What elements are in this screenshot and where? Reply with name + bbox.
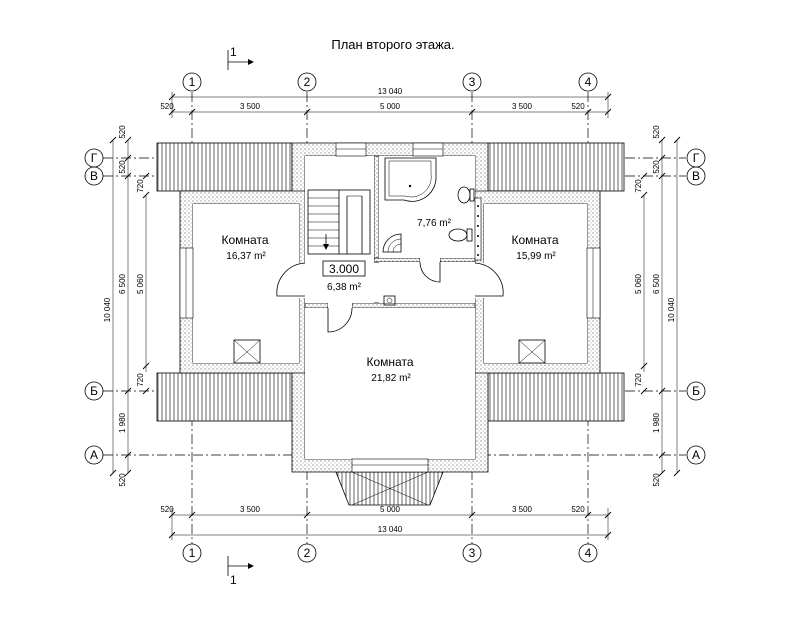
axis-bubble-2-bottom: 2	[297, 543, 317, 563]
axis-bubble-2: 2	[297, 72, 317, 92]
svg-text:3 500: 3 500	[512, 102, 533, 111]
axis-bubble-g-left: Г	[84, 148, 104, 168]
axis-bubble-1: 1	[182, 72, 202, 92]
room-label-left: Комната	[222, 233, 269, 247]
svg-text:1: 1	[230, 573, 237, 587]
svg-text:10 040: 10 040	[667, 297, 676, 322]
axis-bubble-b-left: Б	[84, 381, 104, 401]
svg-text:3 500: 3 500	[240, 505, 261, 514]
svg-text:3 500: 3 500	[240, 102, 261, 111]
section-mark-top: 1	[227, 45, 254, 70]
axis-bubbles-numeric: 1 2 3 4 1 2 3 4	[182, 72, 598, 563]
svg-text:720: 720	[634, 373, 643, 387]
room-area-right: 15,99 m²	[516, 251, 556, 262]
svg-text:520: 520	[652, 125, 661, 139]
svg-text:А: А	[90, 448, 98, 462]
svg-text:3 500: 3 500	[512, 505, 533, 514]
svg-text:5 060: 5 060	[136, 273, 145, 294]
svg-text:13 040: 13 040	[378, 87, 403, 96]
axis-bubble-a-left: А	[84, 445, 104, 465]
hall-area: 6,38 m²	[327, 282, 362, 293]
svg-text:720: 720	[136, 373, 145, 387]
svg-text:В: В	[90, 169, 98, 183]
section-mark-bottom: 1	[227, 556, 254, 587]
staircase	[307, 189, 371, 255]
axis-bubbles-letter: Г В Б А Г В Б А	[84, 148, 706, 465]
room-area-left: 16,37 m²	[226, 251, 266, 262]
svg-text:А: А	[692, 448, 700, 462]
svg-text:1: 1	[230, 45, 237, 59]
vent-marker	[383, 295, 396, 306]
plan-title: План второго этажа.	[331, 37, 454, 52]
svg-text:Б: Б	[90, 384, 98, 398]
svg-text:1: 1	[189, 75, 196, 89]
svg-text:1: 1	[189, 546, 196, 560]
svg-text:3.000: 3.000	[329, 262, 359, 276]
axis-bubble-g-right: Г	[686, 148, 706, 168]
roof-overhangs	[156, 142, 625, 506]
axis-bubble-3-bottom: 3	[462, 543, 482, 563]
svg-text:Б: Б	[692, 384, 700, 398]
svg-text:520: 520	[118, 125, 127, 139]
svg-text:Г: Г	[91, 151, 98, 165]
axis-bubble-1-bottom: 1	[182, 543, 202, 563]
bathroom-area: 7,76 m²	[417, 218, 452, 229]
axis-bubble-4-bottom: 4	[578, 543, 598, 563]
svg-text:5 000: 5 000	[380, 505, 401, 514]
dimension-left: 10 040 520 520 6 500 1 980 520 720 5 060…	[103, 125, 150, 487]
svg-text:520: 520	[571, 505, 585, 514]
svg-text:2: 2	[304, 546, 311, 560]
svg-text:520: 520	[118, 473, 127, 487]
svg-text:520: 520	[652, 160, 661, 174]
windows	[179, 142, 601, 506]
dimension-top: 13 040 520 3 500 5 000 3 500 520	[160, 87, 612, 118]
axis-bubble-a-right: А	[686, 445, 706, 465]
svg-text:3: 3	[469, 546, 476, 560]
svg-text:520: 520	[571, 102, 585, 111]
svg-text:6 500: 6 500	[118, 273, 127, 294]
room-label-right: Комната	[512, 233, 559, 247]
svg-text:4: 4	[585, 546, 592, 560]
svg-text:10 040: 10 040	[103, 297, 112, 322]
axis-bubble-3: 3	[462, 72, 482, 92]
doors	[276, 258, 504, 333]
svg-text:6 500: 6 500	[652, 273, 661, 294]
axis-bubble-v-left: В	[84, 166, 104, 186]
dimension-right: 720 5 060 720 520 520 6 500 1 980 520 10…	[634, 125, 681, 487]
svg-text:720: 720	[634, 179, 643, 193]
svg-text:1 980: 1 980	[652, 412, 661, 433]
skylights	[233, 339, 546, 364]
svg-text:13 040: 13 040	[378, 525, 403, 534]
axis-bubble-4: 4	[578, 72, 598, 92]
svg-text:720: 720	[136, 179, 145, 193]
room-label-center: Комната	[367, 355, 414, 369]
svg-text:1 980: 1 980	[118, 412, 127, 433]
svg-text:520: 520	[652, 473, 661, 487]
svg-text:520: 520	[118, 160, 127, 174]
svg-text:2: 2	[304, 75, 311, 89]
svg-text:4: 4	[585, 75, 592, 89]
dimension-bottom: 520 3 500 5 000 3 500 520 13 040	[160, 505, 612, 540]
svg-text:В: В	[692, 169, 700, 183]
svg-text:3: 3	[469, 75, 476, 89]
svg-text:5 000: 5 000	[380, 102, 401, 111]
bathroom-fixtures	[382, 157, 482, 261]
svg-text:5 060: 5 060	[634, 273, 643, 294]
svg-text:520: 520	[160, 102, 174, 111]
axis-bubble-b-right: Б	[686, 381, 706, 401]
svg-text:520: 520	[160, 505, 174, 514]
level-mark: 3.000	[322, 260, 366, 277]
svg-text:Г: Г	[693, 151, 700, 165]
room-labels: Комната 16,37 m² Комната 15,99 m² Комнат…	[222, 218, 559, 384]
room-area-center: 21,82 m²	[371, 373, 411, 384]
axis-bubble-v-right: В	[686, 166, 706, 186]
